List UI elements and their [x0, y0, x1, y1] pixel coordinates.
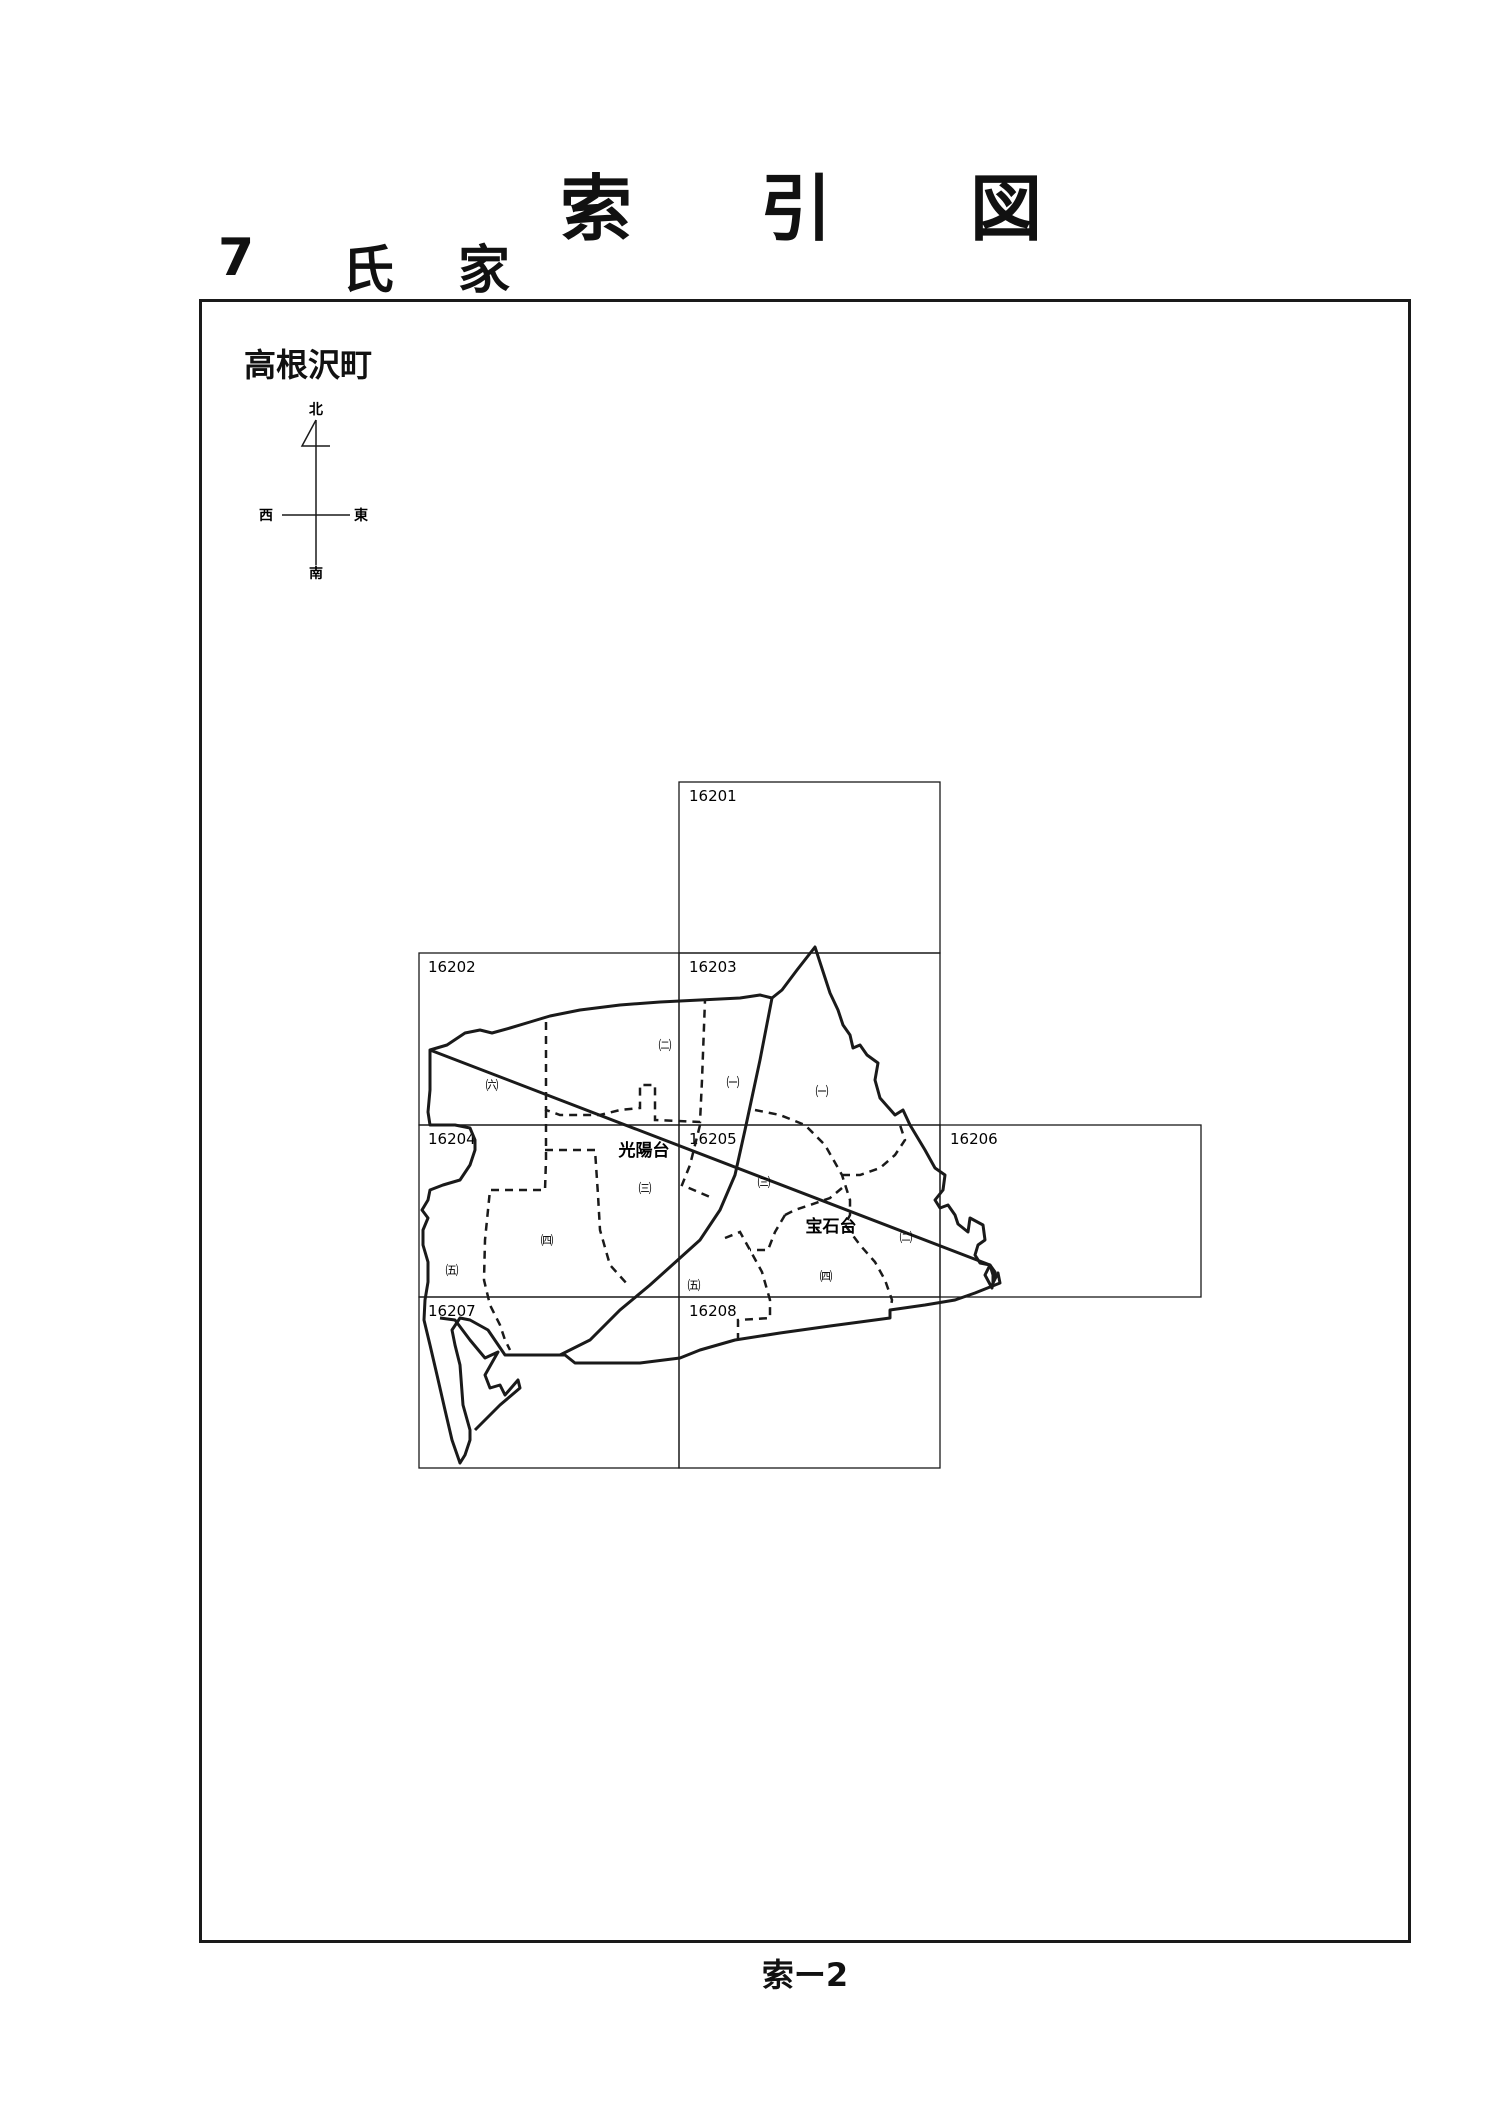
section-heading: 7 氏 家: [218, 228, 538, 301]
compass-west: 西: [259, 508, 273, 524]
sheet-number: 16202: [428, 958, 476, 976]
sheet-number: 16205: [689, 1130, 737, 1148]
sub-area-label: ㈡: [658, 1039, 671, 1054]
title-char: 引: [760, 167, 833, 251]
sheet-number: 16208: [689, 1302, 737, 1320]
sub-area-label: ㈢: [757, 1176, 770, 1191]
section-char: 家: [458, 241, 511, 301]
town-name: 高根沢町: [244, 346, 373, 384]
sheet-number: 16204: [428, 1130, 476, 1148]
sheet-grid: [418, 781, 1202, 1469]
sub-area-label: ㈥: [485, 1079, 498, 1094]
sub-area-label: ㈤: [687, 1279, 700, 1294]
sheet-cell: [678, 952, 941, 1126]
area-name-hosekidai: 宝石台: [806, 1216, 857, 1237]
sheet-number: 16206: [950, 1130, 998, 1148]
sub-area-label: ㈤: [445, 1264, 458, 1279]
title-char: 図: [970, 167, 1043, 251]
section-char: 氏: [342, 241, 395, 301]
sub-area-label: ㈢: [638, 1182, 651, 1197]
page-title: 索 引 図: [560, 150, 1042, 251]
title-char: 索: [560, 167, 633, 251]
sheet-number: 16203: [689, 958, 737, 976]
compass-south: 南: [309, 565, 323, 582]
sheet-cell: [678, 781, 941, 954]
page-number: 索ー2: [761, 1956, 849, 1994]
compass-icon: [282, 419, 350, 565]
sheet-number: 16201: [689, 787, 737, 805]
sub-area-boundaries: [482, 999, 907, 1351]
compass-east: 東: [354, 507, 368, 524]
compass-north: 北: [309, 402, 323, 418]
sheet-cell: [939, 1124, 1202, 1298]
sheet-cell: [678, 1296, 941, 1469]
sheet-number: 16207: [428, 1302, 476, 1320]
sub-area-label: ㈣: [540, 1234, 553, 1249]
map-frame: [199, 299, 1411, 1943]
section-number: 7: [218, 228, 255, 288]
sub-area-label: ㈠: [726, 1076, 739, 1091]
sub-area-label: ㈠: [815, 1085, 828, 1100]
sub-area-label: ㈡: [899, 1231, 912, 1246]
sub-area-label: ㈣: [819, 1270, 832, 1285]
area-name-koyodai: 光陽台: [618, 1140, 670, 1161]
district-boundary: [429, 945, 997, 1290]
